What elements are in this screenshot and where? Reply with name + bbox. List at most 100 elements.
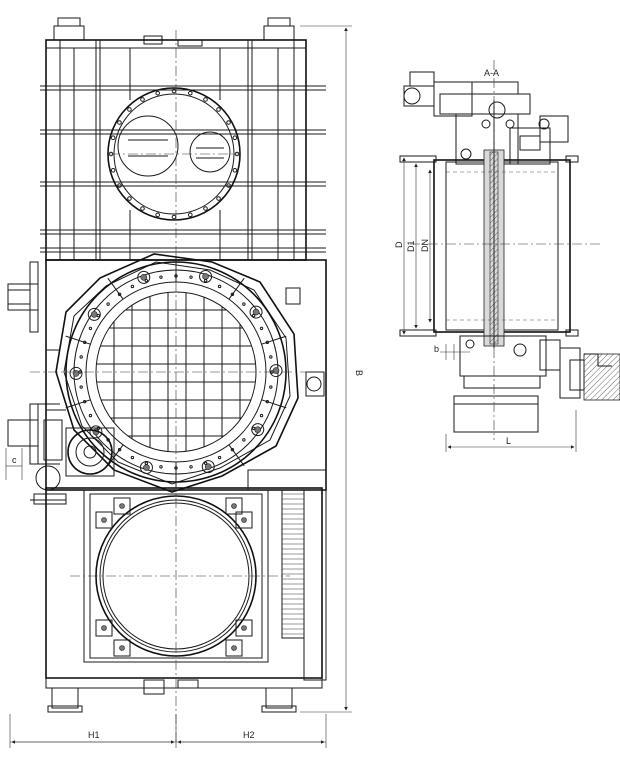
ring-spoke — [228, 277, 245, 300]
left-nozzles — [7, 261, 60, 465]
ring-small-bolt — [79, 355, 83, 359]
ring-bolt — [251, 423, 265, 437]
dim-c: c — [12, 455, 17, 465]
front-centerlines — [30, 30, 320, 742]
ring-bolt — [89, 425, 103, 439]
section-actuator — [403, 71, 569, 165]
ring-small-bolt — [159, 465, 163, 469]
ring-bolt — [137, 270, 151, 284]
gear-ring — [55, 253, 299, 493]
dim-b: B — [354, 370, 364, 376]
support-bolt — [101, 625, 107, 631]
ring-bolt-core — [204, 463, 212, 470]
bolt-hole — [140, 206, 145, 211]
section-centerlines — [410, 60, 600, 440]
ring-small-bolt — [82, 340, 87, 345]
support-bolt — [231, 645, 237, 651]
bolt-hole — [203, 97, 208, 102]
section-dimensions: D D1 DN b L — [394, 157, 577, 452]
section-view: A-A — [394, 60, 620, 452]
ring-small-bolt — [265, 399, 270, 404]
ring-small-bolt — [106, 302, 110, 306]
bolt-hole — [226, 120, 231, 125]
dim-d1: D1 — [406, 240, 416, 252]
support-block — [225, 639, 243, 657]
ring-bolt — [269, 364, 283, 378]
top-feet — [53, 17, 295, 47]
ring-small-bolt — [144, 278, 149, 283]
ring-small-bolt — [88, 326, 93, 331]
dim-h1: H1 — [88, 730, 100, 740]
support-block — [235, 619, 253, 637]
ring-bolt — [139, 461, 153, 475]
ring-small-bolt — [117, 292, 122, 297]
bolt-hole — [216, 107, 221, 112]
front-dimensions: H1 H2 B c — [5, 25, 364, 748]
bolt-hole — [127, 196, 132, 201]
ring-small-bolt — [265, 340, 270, 345]
ring-bolt — [201, 460, 215, 474]
support-bolt — [231, 503, 237, 509]
bolt-hole — [171, 214, 177, 220]
ring-small-bolt — [230, 292, 235, 297]
drive-motor — [30, 419, 115, 505]
bolt-hole — [117, 183, 122, 188]
dim-l: L — [506, 436, 511, 446]
ring-small-bolt — [203, 278, 208, 283]
ring-small-bolt — [259, 413, 264, 418]
dim-small-b: b — [434, 344, 439, 354]
ring-small-bolt — [217, 455, 222, 460]
ring-bolt-core — [143, 464, 150, 471]
ring-small-bolt — [130, 284, 135, 289]
bolt-hole — [226, 183, 231, 188]
ring-small-bolt — [251, 313, 256, 318]
ring-small-bolt — [189, 465, 193, 469]
support-bolt — [241, 625, 247, 631]
support-block — [113, 639, 131, 657]
ring-small-bolt — [242, 438, 246, 442]
ring-bolt-core — [254, 426, 262, 433]
bolt-hole — [110, 135, 116, 140]
bolt-hole — [188, 90, 193, 96]
support-block — [235, 511, 253, 529]
bolt-hole — [140, 97, 145, 102]
section-label: A-A — [484, 68, 499, 78]
ring-small-bolt — [242, 302, 246, 306]
section-bottom — [453, 335, 620, 433]
ring-small-bolt — [251, 426, 256, 431]
bolt-hole — [117, 120, 122, 125]
support-bolt — [101, 517, 107, 523]
bolt-hole — [188, 212, 193, 218]
dim-h2: H2 — [243, 730, 255, 740]
front-view: H1 H2 B c — [5, 17, 364, 748]
bolt-hole — [110, 168, 116, 173]
ring-small-bolt — [88, 413, 93, 418]
bolt-hole — [216, 196, 221, 201]
ring-bolt-core — [72, 370, 80, 377]
ring-small-bolt — [230, 447, 235, 452]
upper-frame — [40, 39, 326, 261]
ring-small-bolt — [82, 399, 87, 404]
support-block — [95, 511, 113, 529]
ring-bolt-core — [272, 367, 280, 374]
dim-dn: DN — [420, 239, 430, 252]
ring-bolt-core — [90, 311, 98, 318]
upper-manhole-bolts — [108, 88, 240, 220]
bolt-hole — [155, 212, 160, 218]
ring-small-bolt — [269, 385, 273, 389]
rack-teeth — [282, 493, 304, 635]
support-block — [113, 497, 131, 515]
ring-small-bolt — [269, 355, 273, 359]
ring-small-bolt — [117, 447, 122, 452]
ring-small-bolt — [144, 461, 149, 466]
ring-small-bolt — [203, 461, 208, 466]
bolt-hole — [232, 135, 238, 140]
ring-small-bolt — [217, 284, 222, 289]
ring-small-bolt — [78, 370, 82, 374]
ring-small-bolt — [259, 326, 264, 331]
support-block — [225, 497, 243, 515]
section-body — [399, 100, 579, 348]
ring-bolt-core — [252, 308, 260, 316]
ring-bolt-core — [140, 274, 148, 281]
